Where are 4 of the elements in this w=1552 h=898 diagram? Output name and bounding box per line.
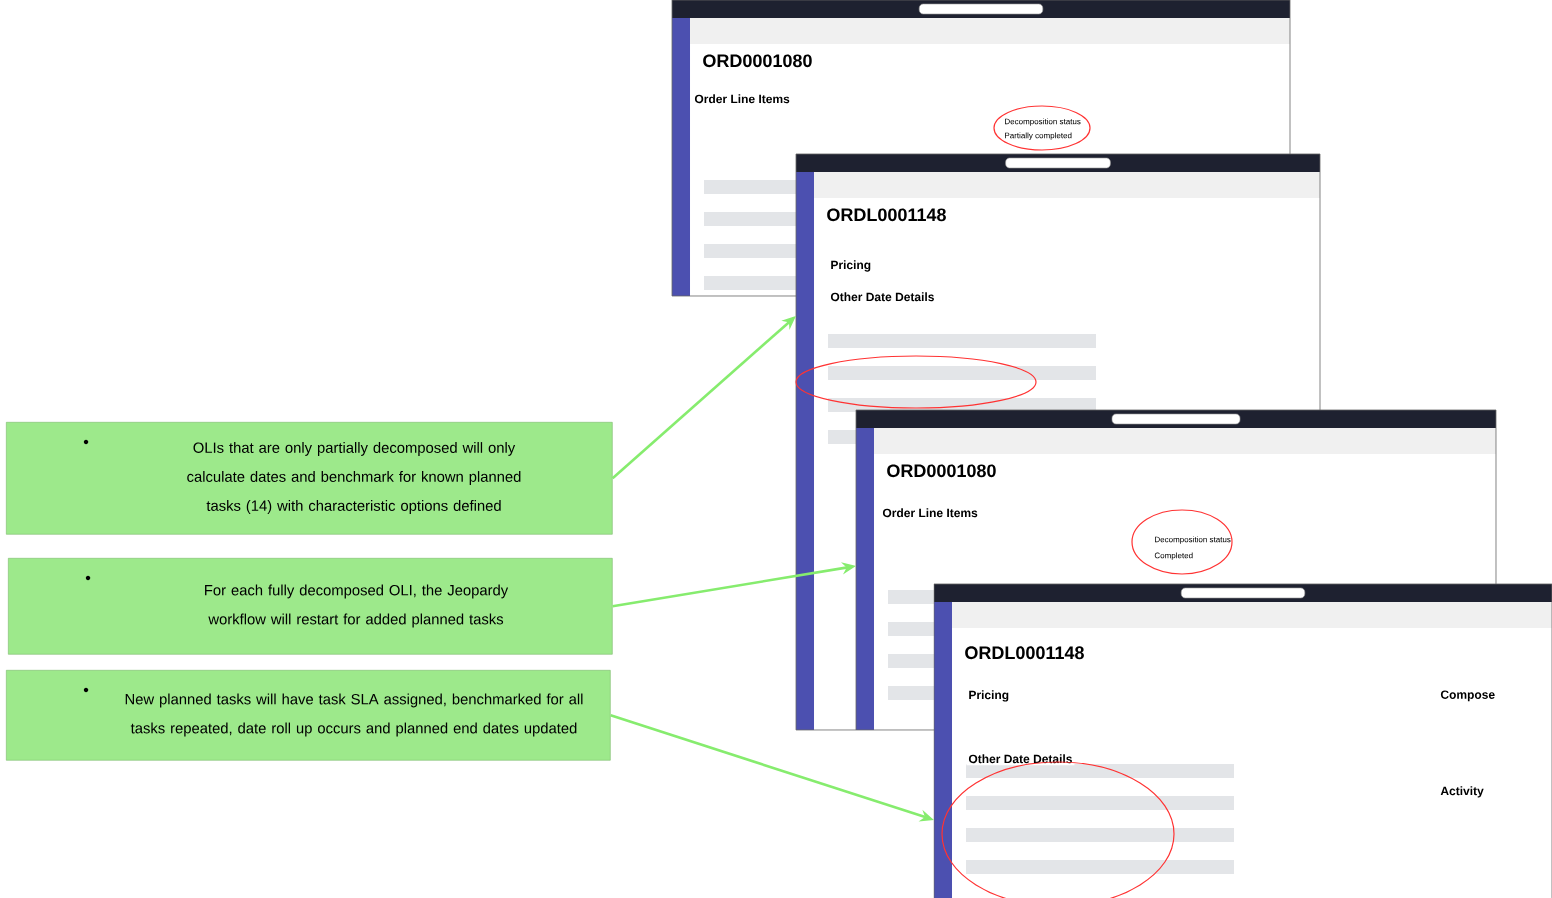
node-label: ORDL0001148 (965, 646, 1084, 660)
node-label: ORDL0001148 (827, 208, 946, 222)
node-label: ORD0001080 (887, 464, 996, 478)
node-label: ORD0001080 (703, 54, 812, 68)
